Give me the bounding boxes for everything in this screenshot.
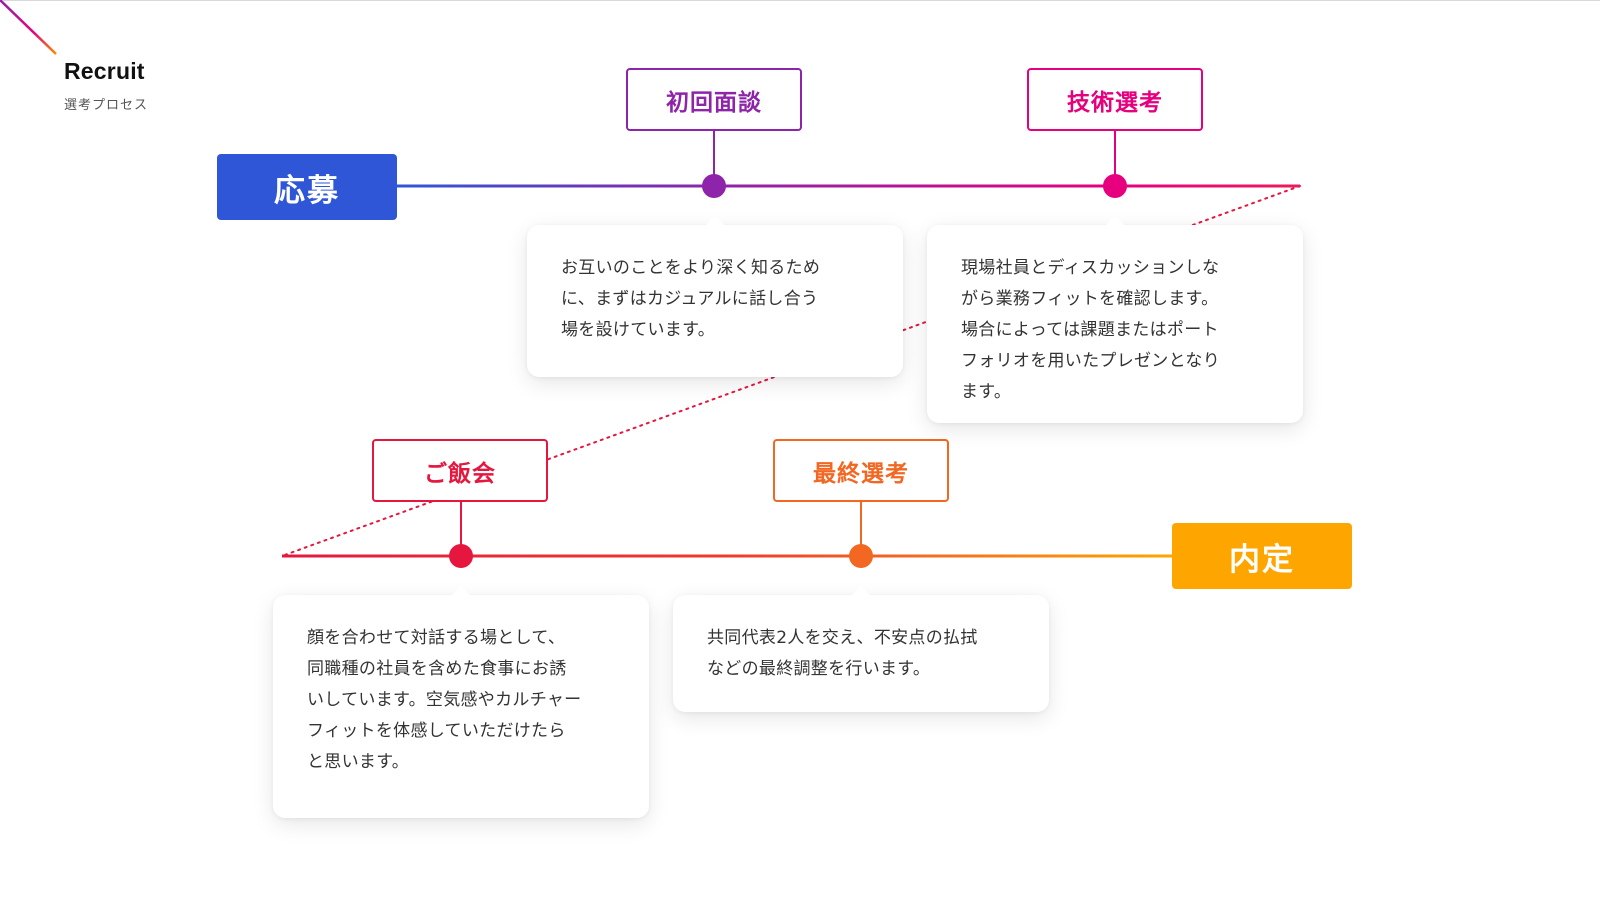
start-block-apply: 応募	[217, 154, 397, 220]
step-label-first-interview: 初回面談	[626, 68, 802, 131]
corner-accent-line	[0, 0, 57, 55]
step-dot-technical-screening	[1103, 174, 1127, 198]
step-description-technical-screening: 現場社員とディスカッションしな がら業務フィットを確認します。 場合によっては課…	[927, 216, 1303, 423]
step-dot-dinner-meetup	[449, 544, 473, 568]
step-label-dinner-meetup: ご飯会	[372, 439, 548, 502]
step-dot-first-interview	[702, 174, 726, 198]
step-dot-final-interview	[849, 544, 873, 568]
step-label-final-interview: 最終選考	[773, 439, 949, 502]
page-subtitle: 選考プロセス	[64, 98, 149, 113]
step-description-first-interview: お互いのことをより深く知るため に、まずはカジュアルに話し合う 場を設けています…	[527, 216, 903, 377]
step-label-technical-screening: 技術選考	[1027, 68, 1203, 131]
step-description-dinner-meetup: 顔を合わせて対話する場として、 同職種の社員を含めた食事にお誘 いしています。空…	[273, 586, 649, 818]
page-title: Recruit	[64, 58, 145, 84]
end-block-offer: 内定	[1172, 523, 1352, 589]
step-description-final-interview: 共同代表2人を交え、不安点の払拭 などの最終調整を行います。	[673, 586, 1049, 712]
top-divider	[0, 0, 1600, 1]
